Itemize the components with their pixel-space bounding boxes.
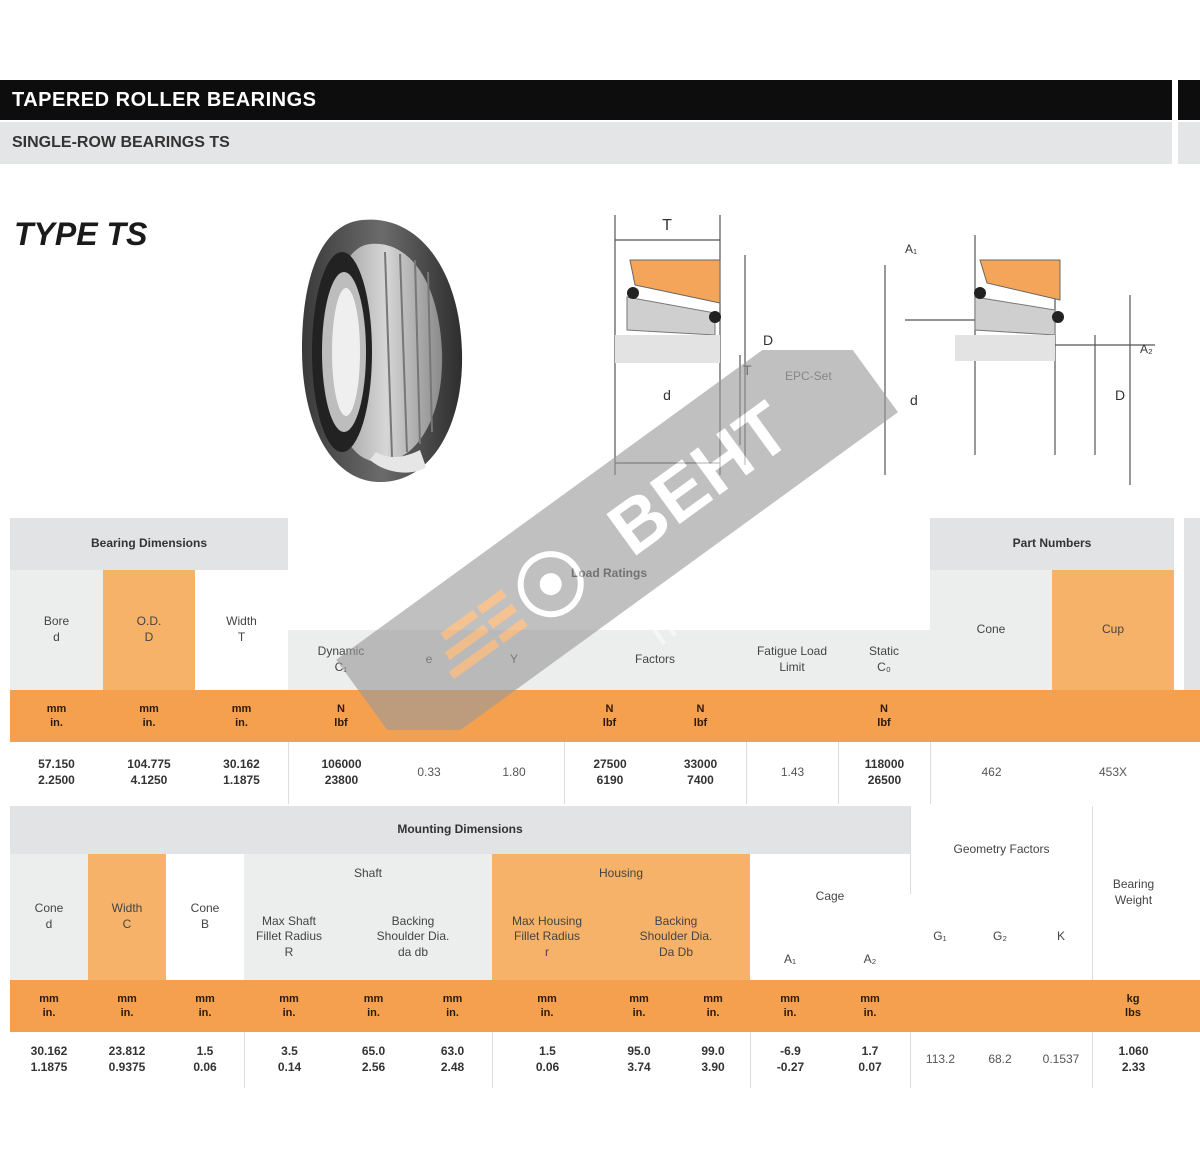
header-part-numbers: Part Numbers [930, 518, 1174, 570]
cell-static: 118000 26500 [838, 742, 930, 804]
cell-e: 0.33 [417, 765, 441, 780]
cell-k: 1.43 [746, 742, 838, 804]
unit-bore: mm in. [46, 702, 67, 729]
header-a1: A₁ [750, 940, 830, 980]
cell-cup: 453X [1098, 765, 1128, 780]
unit2-Da: mm in. [629, 992, 649, 1019]
unit2-a1: mm in. [780, 992, 800, 1019]
units-band-2 [10, 980, 1200, 1032]
header-edge [1184, 518, 1200, 690]
header-backing-housing: Backing Shoulder Dia. Da Db [602, 894, 750, 980]
cell2-Da: 95.0 3.74 [627, 1044, 651, 1074]
svg-text:T: T [743, 362, 752, 378]
unit-dynamic: N lbf [334, 702, 348, 729]
header-fatigue: Fatigue Load Limit [746, 630, 838, 690]
unit-od: mm in. [139, 702, 159, 729]
header-max-housing-fillet: Max Housing Fillet Radius r [492, 894, 602, 980]
cell2-g1: 113.2 [910, 1032, 970, 1088]
cell2-da: 65.0 2.56 [361, 1044, 386, 1074]
header-y: Y [464, 630, 564, 690]
unit2-Db: mm in. [703, 992, 723, 1019]
unit2-b: mm in. [195, 992, 215, 1019]
svg-text:d: d [910, 392, 918, 408]
header-cup: Cup [1052, 570, 1174, 690]
header-shaft: Shaft [244, 854, 492, 894]
cell-cone: 462 [930, 742, 1052, 804]
header-mounting-dimensions: Mounting Dimensions [10, 806, 910, 854]
header-k: K [1030, 894, 1092, 980]
header-cone: Cone [930, 570, 1052, 690]
header-bore: Bore d [10, 570, 103, 690]
cell2-Db: 99.0 3.90 [701, 1044, 725, 1074]
header-bearing-dimensions: Bearing Dimensions [10, 518, 288, 570]
unit-static: N lbf [877, 702, 891, 729]
unit2-R: mm in. [279, 992, 299, 1019]
header-load-ratings: Load Ratings [288, 518, 930, 630]
unit2-weight: kg lbs [1125, 992, 1141, 1019]
subheader-title: SINGLE-ROW BEARINGS TS [12, 134, 230, 151]
cell-od: 104.775 4.1250 [127, 757, 171, 787]
header-bar-edge [1178, 80, 1200, 120]
unit2-c: mm in. [117, 992, 137, 1019]
cell2-db: 63.0 2.48 [440, 1044, 465, 1074]
cell-width: 30.162 1.1875 [223, 757, 260, 787]
cell-y: 1.80 [502, 765, 526, 780]
svg-text:EPC-Set: EPC-Set [785, 369, 832, 383]
header-cone-width: Cone B [166, 854, 244, 980]
header-dynamic: Dynamic C₁ [288, 630, 394, 690]
unit-c0: N lbf [693, 702, 708, 729]
svg-text:A₂: A₂ [1140, 342, 1153, 356]
header-cup-width: Width C [88, 854, 166, 980]
svg-text:D: D [1115, 387, 1125, 403]
cell2-weight: 1.060 2.33 [1092, 1032, 1174, 1088]
subheader-bar-edge [1178, 122, 1200, 164]
unit-c90: N lbf [602, 702, 617, 729]
cell2-R: 3.5 0.14 [244, 1032, 334, 1088]
unit2-da: mm in. [363, 992, 384, 1019]
cell2-a2: 1.7 0.07 [858, 1044, 882, 1074]
type-title: TYPE TS [14, 216, 148, 252]
bearing-dimension-diagram: T D T d EPC-Set A₁ A₂ d D [614, 215, 1155, 485]
header-bar: TAPERED ROLLER BEARINGS [0, 80, 1172, 120]
unit-width: mm in. [231, 702, 252, 729]
header-title: TAPERED ROLLER BEARINGS [12, 89, 317, 111]
svg-text:d: d [663, 387, 671, 403]
cell2-b: 1.5 0.06 [193, 1044, 217, 1074]
header-e: e [394, 630, 464, 690]
header-backing-shoulder: Backing Shoulder Dia. da db [334, 894, 492, 980]
header-g1: G₁ [910, 894, 970, 980]
header-max-shaft-fillet: Max Shaft Fillet Radius R [244, 894, 334, 980]
svg-text:D: D [763, 332, 773, 348]
cell2-k: 0.1537 [1042, 1052, 1080, 1067]
header-cage: Cage [750, 854, 910, 940]
unit2-db: mm in. [442, 992, 463, 1019]
header-width: Width T [195, 570, 288, 690]
cell-bore: 57.150 2.2500 [38, 757, 75, 787]
cell2-d: 30.162 1.1875 [30, 1044, 68, 1074]
cell2-c: 23.812 0.9375 [108, 1044, 146, 1074]
header-factors: Factors [564, 630, 746, 690]
header-cone-bore: Cone d [10, 854, 88, 980]
svg-text:T: T [662, 217, 672, 234]
cell2-r: 1.5 0.06 [492, 1032, 602, 1088]
cell2-g2: 68.2 [988, 1052, 1012, 1067]
unit2-r: mm in. [537, 992, 557, 1019]
cell2-a1: -6.9 -0.27 [750, 1032, 830, 1088]
unit2-a2: mm in. [860, 992, 880, 1019]
svg-text:A₁: A₁ [905, 242, 917, 256]
header-a2: A₂ [830, 940, 910, 980]
unit2-d: mm in. [39, 992, 59, 1019]
header-static: Static C₀ [838, 630, 930, 690]
header-geometry-factors: Geometry Factors [910, 806, 1092, 894]
header-g2: G₂ [970, 894, 1030, 980]
cell-c0: 33000 7400 [683, 757, 718, 787]
cell-dynamic: 106000 23800 [288, 742, 394, 804]
bearing-photo [302, 219, 463, 483]
header-od: O.D. D [103, 570, 195, 690]
cell-c90: 27500 6190 [564, 742, 655, 804]
header-bearing-weight: Bearing Weight [1092, 806, 1174, 980]
header-housing: Housing [492, 854, 750, 894]
subheader-bar: SINGLE-ROW BEARINGS TS [0, 122, 1172, 164]
